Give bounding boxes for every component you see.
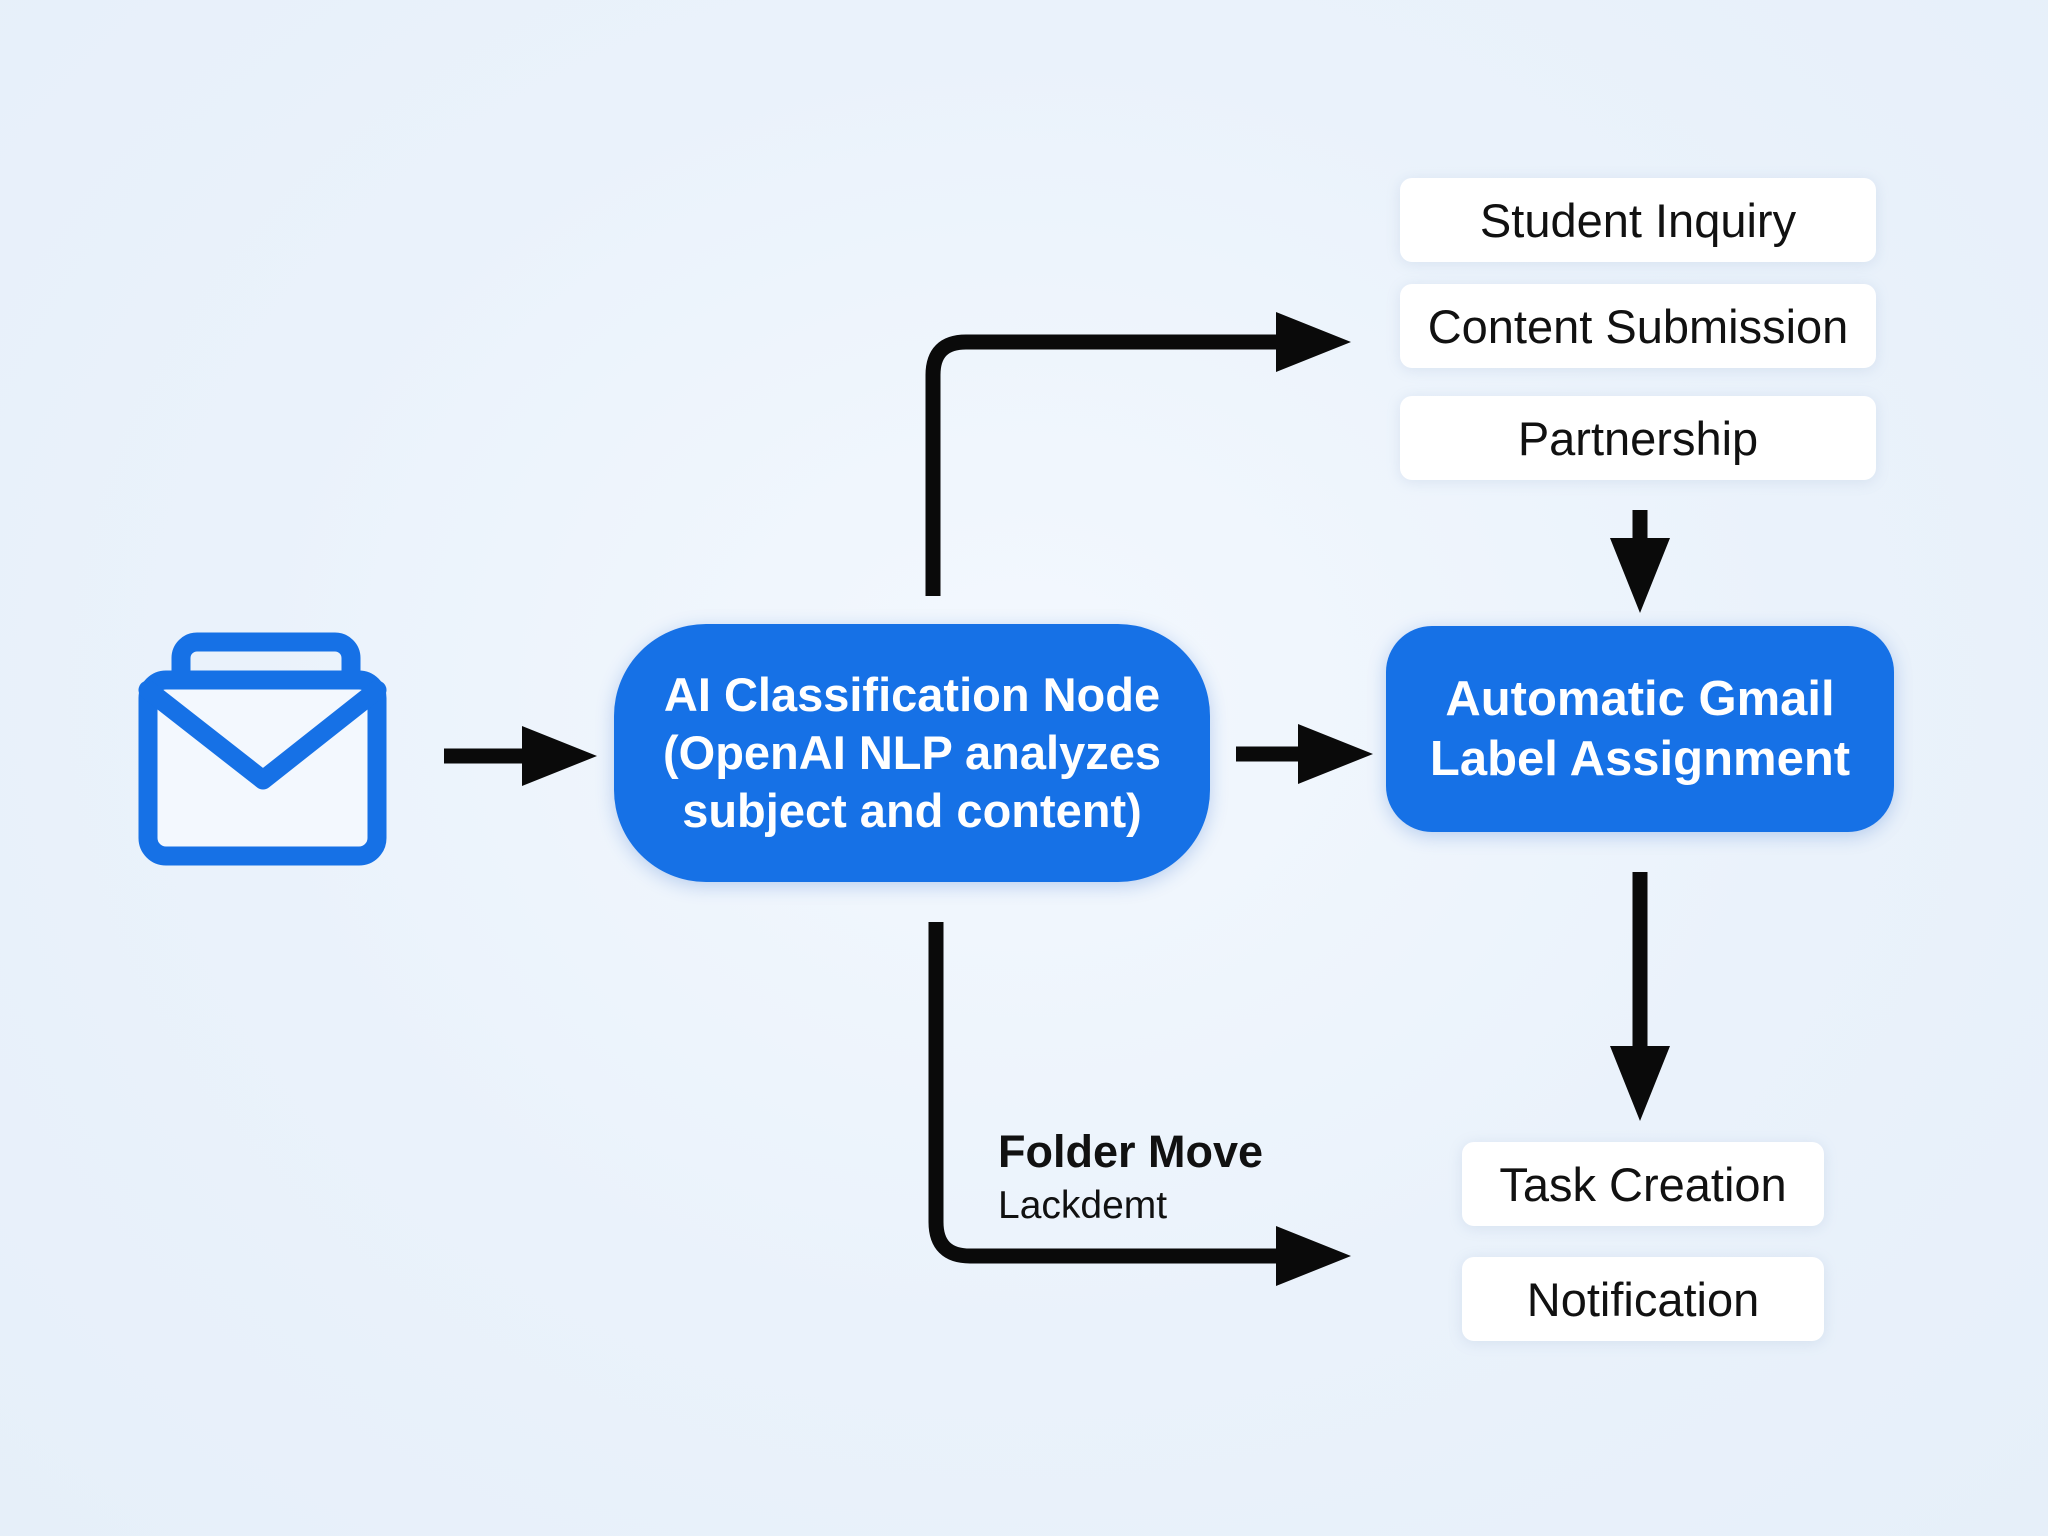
ai-node-line-3: subject and content) <box>682 784 1142 837</box>
category-content-submission: Content Submission <box>1400 284 1876 368</box>
ai-node-line-2: (OpenAI NLP analyzes <box>663 726 1161 779</box>
category-label: Partnership <box>1517 411 1759 465</box>
arrow-ai-to-actions <box>928 922 1352 1286</box>
category-student-inquiry: Student Inquiry <box>1400 178 1876 262</box>
action-label: Notification <box>1526 1272 1760 1326</box>
email-inbox-icon <box>138 632 387 866</box>
gmail-node-line-1: Automatic Gmail <box>1445 672 1835 726</box>
action-task-creation: Task Creation <box>1462 1142 1824 1226</box>
folder-move-label: Folder Move <box>998 1126 1264 1177</box>
action-label: Task Creation <box>1499 1157 1787 1211</box>
category-partnership: Partnership <box>1400 396 1876 480</box>
category-label: Content Submission <box>1427 299 1849 353</box>
gmail-node-line-2: Label Assignment <box>1429 732 1851 786</box>
action-notification: Notification <box>1462 1257 1824 1341</box>
arrow-ai-to-categories <box>925 312 1352 596</box>
gmail-label-node: Automatic Gmail Label Assignment <box>1386 626 1894 832</box>
ai-node-line-1: AI Classification Node <box>663 668 1161 721</box>
ai-classification-node: AI Classification Node (OpenAI NLP analy… <box>614 624 1210 882</box>
folder-move-sublabel: Lackdemt <box>998 1184 1168 1227</box>
category-label: Student Inquiry <box>1479 193 1797 247</box>
